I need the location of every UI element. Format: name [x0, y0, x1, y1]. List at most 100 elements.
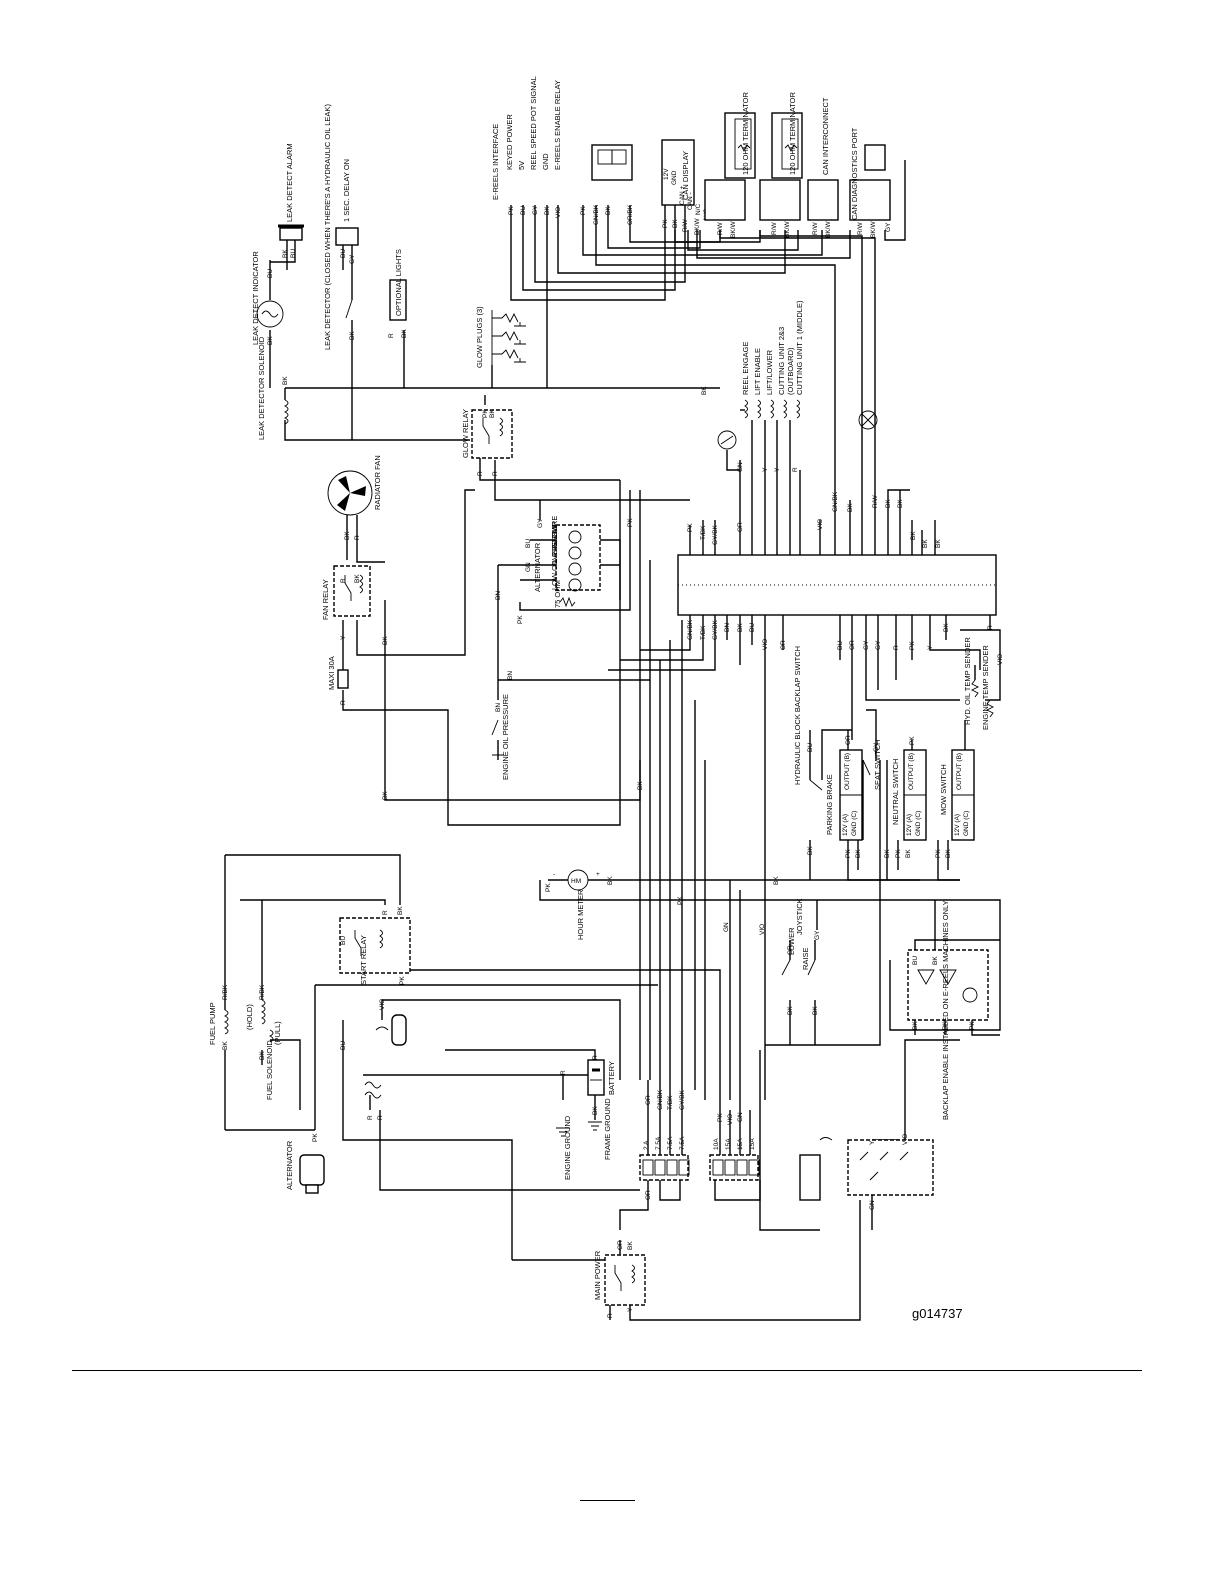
svg-text:BU: BU: [749, 623, 756, 632]
delay-timer: 1 SEC. DELAY ON: [335, 159, 359, 246]
svg-text:BK: BK: [672, 219, 679, 228]
svg-text:GY: GY: [532, 205, 539, 215]
svg-text:BK: BK: [397, 906, 404, 915]
svg-text:PK: PK: [662, 219, 669, 228]
svg-text:BK: BK: [787, 1006, 794, 1015]
temp-senders: HYD. OIL TEMP SENDER ENGINE TEMP SENDER: [963, 637, 995, 730]
svg-text:HOUR METER: HOUR METER: [576, 889, 585, 940]
svg-text:GN/BK: GN/BK: [657, 1089, 664, 1110]
svg-text:BU: BU: [520, 206, 527, 215]
svg-text:PK: PK: [580, 206, 587, 215]
svg-text:N/C: N/C: [695, 204, 702, 216]
svg-text:GN: GN: [737, 462, 744, 472]
svg-text:GLOW PLUGS (3): GLOW PLUGS (3): [475, 306, 484, 368]
svg-text:R: R: [560, 1070, 567, 1075]
fuse-block-1: 2 A 7.5A 7.5A 7.5A: [639, 1136, 690, 1181]
svg-text:OUTPUT (B): OUTPUT (B): [908, 753, 915, 790]
svg-text:VIO: VIO: [762, 639, 769, 650]
svg-text:12V (A): 12V (A): [906, 814, 913, 836]
svg-text:GY: GY: [875, 640, 882, 650]
svg-text:R: R: [607, 1313, 614, 1318]
svg-text:R: R: [340, 578, 347, 583]
svg-text:R: R: [377, 1115, 384, 1120]
svg-text:REEL ENGAGE: REEL ENGAGE: [741, 342, 750, 396]
svg-text:NEUTRAL SWITCH: NEUTRAL SWITCH: [891, 759, 900, 825]
svg-text:Y: Y: [774, 467, 781, 472]
svg-text:OR: OR: [645, 1190, 652, 1200]
svg-text:GY/BK: GY/BK: [712, 524, 719, 545]
svg-text:7.5A: 7.5A: [679, 1136, 686, 1150]
svg-text:BK/W: BK/W: [784, 221, 791, 238]
svg-text:BK: BK: [222, 1041, 229, 1050]
svg-text:BK: BK: [354, 574, 361, 583]
svg-text:OR: OR: [780, 640, 787, 650]
svg-text:BK: BK: [605, 206, 612, 215]
svg-text:T/BK: T/BK: [700, 625, 707, 640]
svg-text:LEAK DETECTOR SOLENOID: LEAK DETECTOR SOLENOID: [257, 336, 266, 440]
svg-text:BK/W: BK/W: [825, 221, 832, 238]
svg-text:(HOLD): (HOLD): [245, 1004, 254, 1030]
svg-text:BK: BK: [737, 623, 744, 632]
figure-id: g014737: [912, 1306, 963, 1321]
svg-text:BATTERY: BATTERY: [607, 1061, 616, 1095]
svg-text:OR: OR: [849, 640, 856, 650]
fuse-block-2: 10A 15A 15A 15A: [709, 1138, 760, 1181]
engine-oil-pressure-switch: ENGINE OIL PRESSURE: [491, 694, 510, 780]
svg-text:START RELAY: START RELAY: [359, 935, 368, 985]
main-controller: [677, 554, 997, 616]
svg-text:Y: Y: [869, 1140, 876, 1145]
svg-text:OUTPUT (B): OUTPUT (B): [956, 753, 963, 790]
svg-text:R: R: [792, 467, 799, 472]
leak-detector-solenoid: LEAK DETECTOR SOLENOID: [257, 336, 289, 440]
svg-text:LEAK DETECT INDICATOR: LEAK DETECT INDICATOR: [251, 251, 260, 345]
svg-text:BN: BN: [495, 591, 502, 600]
svg-text:BU: BU: [525, 539, 532, 548]
svg-text:VIO: VIO: [727, 1114, 734, 1125]
svg-text:BK: BK: [910, 531, 917, 540]
svg-text:R: R: [492, 471, 499, 476]
backlap-enable-module: BACKLAP ENABLE INSTALLED ON E-REELS MACH…: [907, 900, 989, 1120]
svg-text:BK: BK: [922, 539, 929, 548]
wire-color-labels: BK BU BU BK BK BU GY BK R BK PK BU GY BK…: [222, 204, 1004, 1318]
svg-text:BACKLAP ENABLE INSTALLED ON E-: BACKLAP ENABLE INSTALLED ON E-REELS MACH…: [941, 900, 950, 1120]
svg-text:R: R: [893, 645, 900, 650]
svg-text:PK: PK: [508, 206, 515, 215]
ereels-interface-connector: E-REELS INTERFACE KEYED POWER 5V REEL SP…: [491, 76, 562, 200]
svg-text:BK: BK: [884, 849, 891, 858]
svg-text:KEYED POWER: KEYED POWER: [505, 114, 514, 170]
svg-text:BK: BK: [382, 636, 389, 645]
svg-text:R: R: [987, 625, 994, 630]
hour-meter: HM - + HOUR METER: [553, 869, 600, 940]
svg-text:7.5A: 7.5A: [655, 1136, 662, 1150]
frame-ground: FRAME GROUND: [588, 1098, 612, 1160]
svg-text:(OUTBOARD): (OUTBOARD): [786, 347, 795, 395]
svg-text:VIO: VIO: [902, 1134, 909, 1145]
svg-text:BK: BK: [905, 849, 912, 858]
svg-text:PARKING BRAKE: PARKING BRAKE: [825, 774, 834, 835]
svg-text:LIFT ENABLE: LIFT ENABLE: [753, 348, 762, 395]
svg-text:GY/BK: GY/BK: [679, 1089, 686, 1110]
svg-text:ENGINE OIL PRESSURE: ENGINE OIL PRESSURE: [501, 694, 510, 780]
svg-text:Y: Y: [627, 1307, 634, 1312]
svg-text:GN/BK: GN/BK: [687, 619, 694, 640]
svg-text:PK: PK: [717, 1113, 724, 1122]
svg-text:OR: OR: [737, 522, 744, 532]
svg-text:R/W: R/W: [717, 222, 724, 236]
svg-text:BK: BK: [267, 336, 274, 345]
svg-text:VIO: VIO: [379, 999, 386, 1010]
optional-lights: OPTIONAL LIGHTS: [389, 249, 407, 321]
svg-text:LEAK DETECT ALARM: LEAK DETECT ALARM: [285, 143, 294, 222]
svg-text:Y: Y: [762, 467, 769, 472]
svg-text:BK: BK: [897, 499, 904, 508]
svg-text:R: R: [592, 1055, 599, 1060]
svg-text:BK: BK: [701, 386, 708, 395]
svg-text:MOW SWITCH: MOW SWITCH: [939, 764, 948, 815]
svg-text:PK: PK: [677, 896, 684, 905]
svg-text:LIFT/LOWER: LIFT/LOWER: [765, 349, 774, 395]
svg-text:T/BK: T/BK: [700, 525, 707, 540]
svg-text:CAN +: CAN +: [679, 185, 686, 205]
svg-text:FAN RELAY: FAN RELAY: [321, 579, 330, 620]
fan-relay: FAN RELAY: [321, 565, 371, 620]
svg-text:BU: BU: [912, 956, 919, 965]
glow-relay: GLOW RELAY: [461, 409, 513, 459]
